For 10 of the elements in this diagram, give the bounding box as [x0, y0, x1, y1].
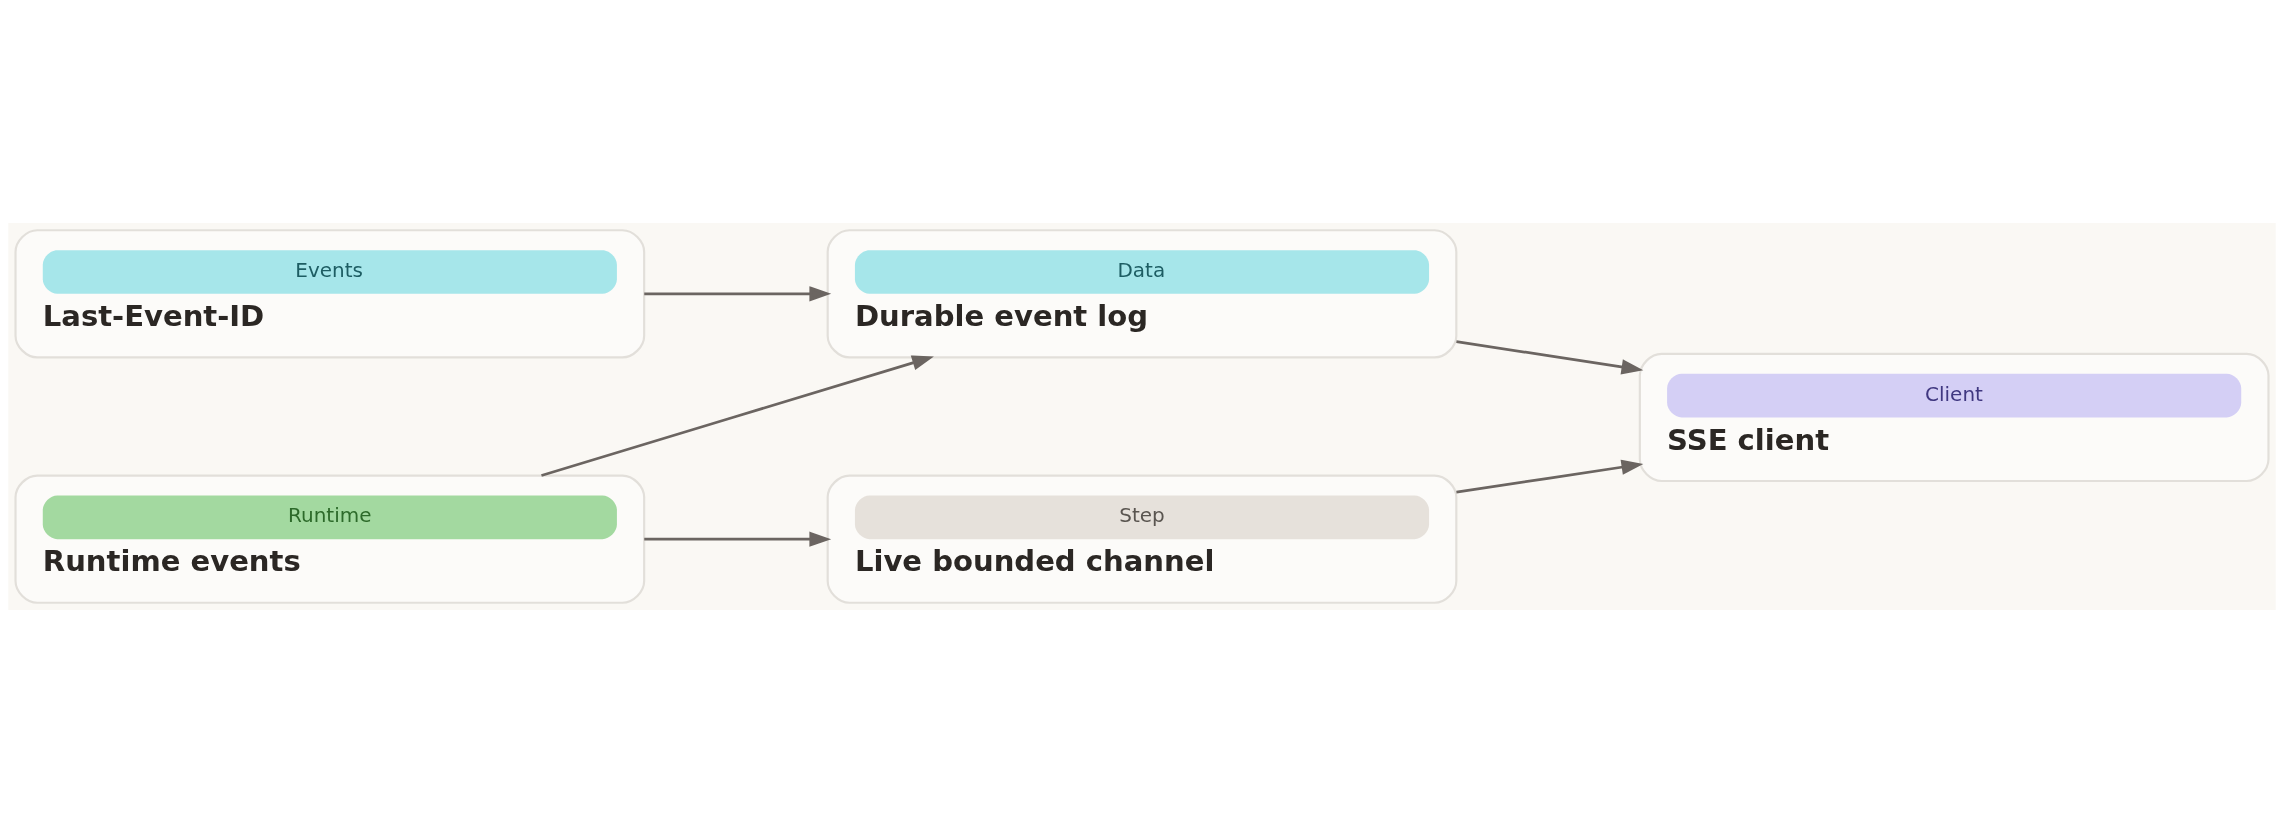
node-box: Events Last-Event-ID: [14, 228, 646, 359]
node-box: Step Live bounded channel: [826, 473, 1458, 604]
arrow: [644, 285, 832, 301]
node-box: Client SSE client: [1638, 352, 2270, 482]
node-box: Data Durable event log: [826, 228, 1458, 359]
arrow: [1456, 339, 1644, 374]
arrow: [541, 354, 934, 477]
node-box: Runtime Runtime events: [14, 473, 646, 604]
arrow: [644, 531, 832, 547]
arrow: [1456, 459, 1644, 493]
